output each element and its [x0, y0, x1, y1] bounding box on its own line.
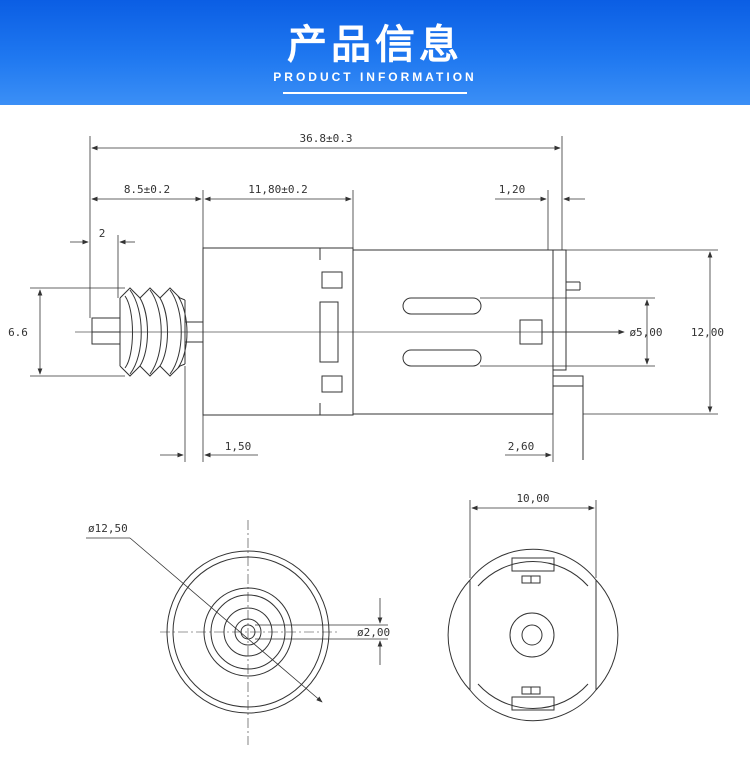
- vent-slot-bottom: [402, 349, 482, 367]
- terminal-strip: [552, 249, 567, 371]
- rear-arc-right: [595, 579, 619, 691]
- dim-worm-length: 8.5±0.2: [124, 183, 170, 196]
- title-divider: [283, 92, 467, 94]
- side-view-dimensions: [30, 136, 718, 462]
- side-view: [75, 247, 622, 460]
- dim-shaft-diameter: ø2,00: [357, 626, 390, 639]
- front-view: [86, 520, 388, 745]
- terminal-bottom: [552, 375, 584, 387]
- dim-body-length: 11,80±0.2: [248, 183, 308, 196]
- dim-terminal-offset: 1,20: [499, 183, 526, 196]
- dim-outer-diameter: ø12,50: [88, 522, 128, 535]
- dim-total-length: 36.8±0.3: [300, 132, 353, 145]
- rear-view-labels: 10,00: [516, 492, 549, 505]
- dim-bearing-diameter: ø5,00: [629, 326, 662, 339]
- rear-terminal-top: [511, 557, 555, 572]
- dim-shaft-stub: 2: [99, 227, 106, 240]
- rear-terminal-bottom: [511, 696, 555, 711]
- side-view-labels: 36.8±0.3 8.5±0.2 11,80±0.2 1,20 2 6.6 ø5…: [8, 132, 724, 453]
- dim-body-height: 12,00: [691, 326, 724, 339]
- dim-terminal-width: 2,60: [508, 440, 535, 453]
- page-subtitle: PRODUCT INFORMATION: [273, 70, 477, 84]
- rear-arc-left: [447, 579, 471, 691]
- dim-worm-diameter: 6.6: [8, 326, 28, 339]
- dim-flange-gap: 1,50: [225, 440, 252, 453]
- motor-body: [202, 247, 354, 416]
- worm-gear: [119, 287, 188, 377]
- front-view-labels: ø12,50 ø2,00: [88, 522, 390, 639]
- dim-flat-width: 10,00: [516, 492, 549, 505]
- shaft-stub: [91, 317, 121, 345]
- page-title: 产品信息: [287, 22, 463, 68]
- body-slot-bottom: [321, 375, 343, 393]
- rear-view: [447, 500, 619, 722]
- vent-slot-top: [402, 297, 482, 315]
- header-banner: 产品信息 PRODUCT INFORMATION: [0, 0, 750, 105]
- rear-bearing-circle: [509, 612, 555, 658]
- body-slot-top: [321, 271, 343, 289]
